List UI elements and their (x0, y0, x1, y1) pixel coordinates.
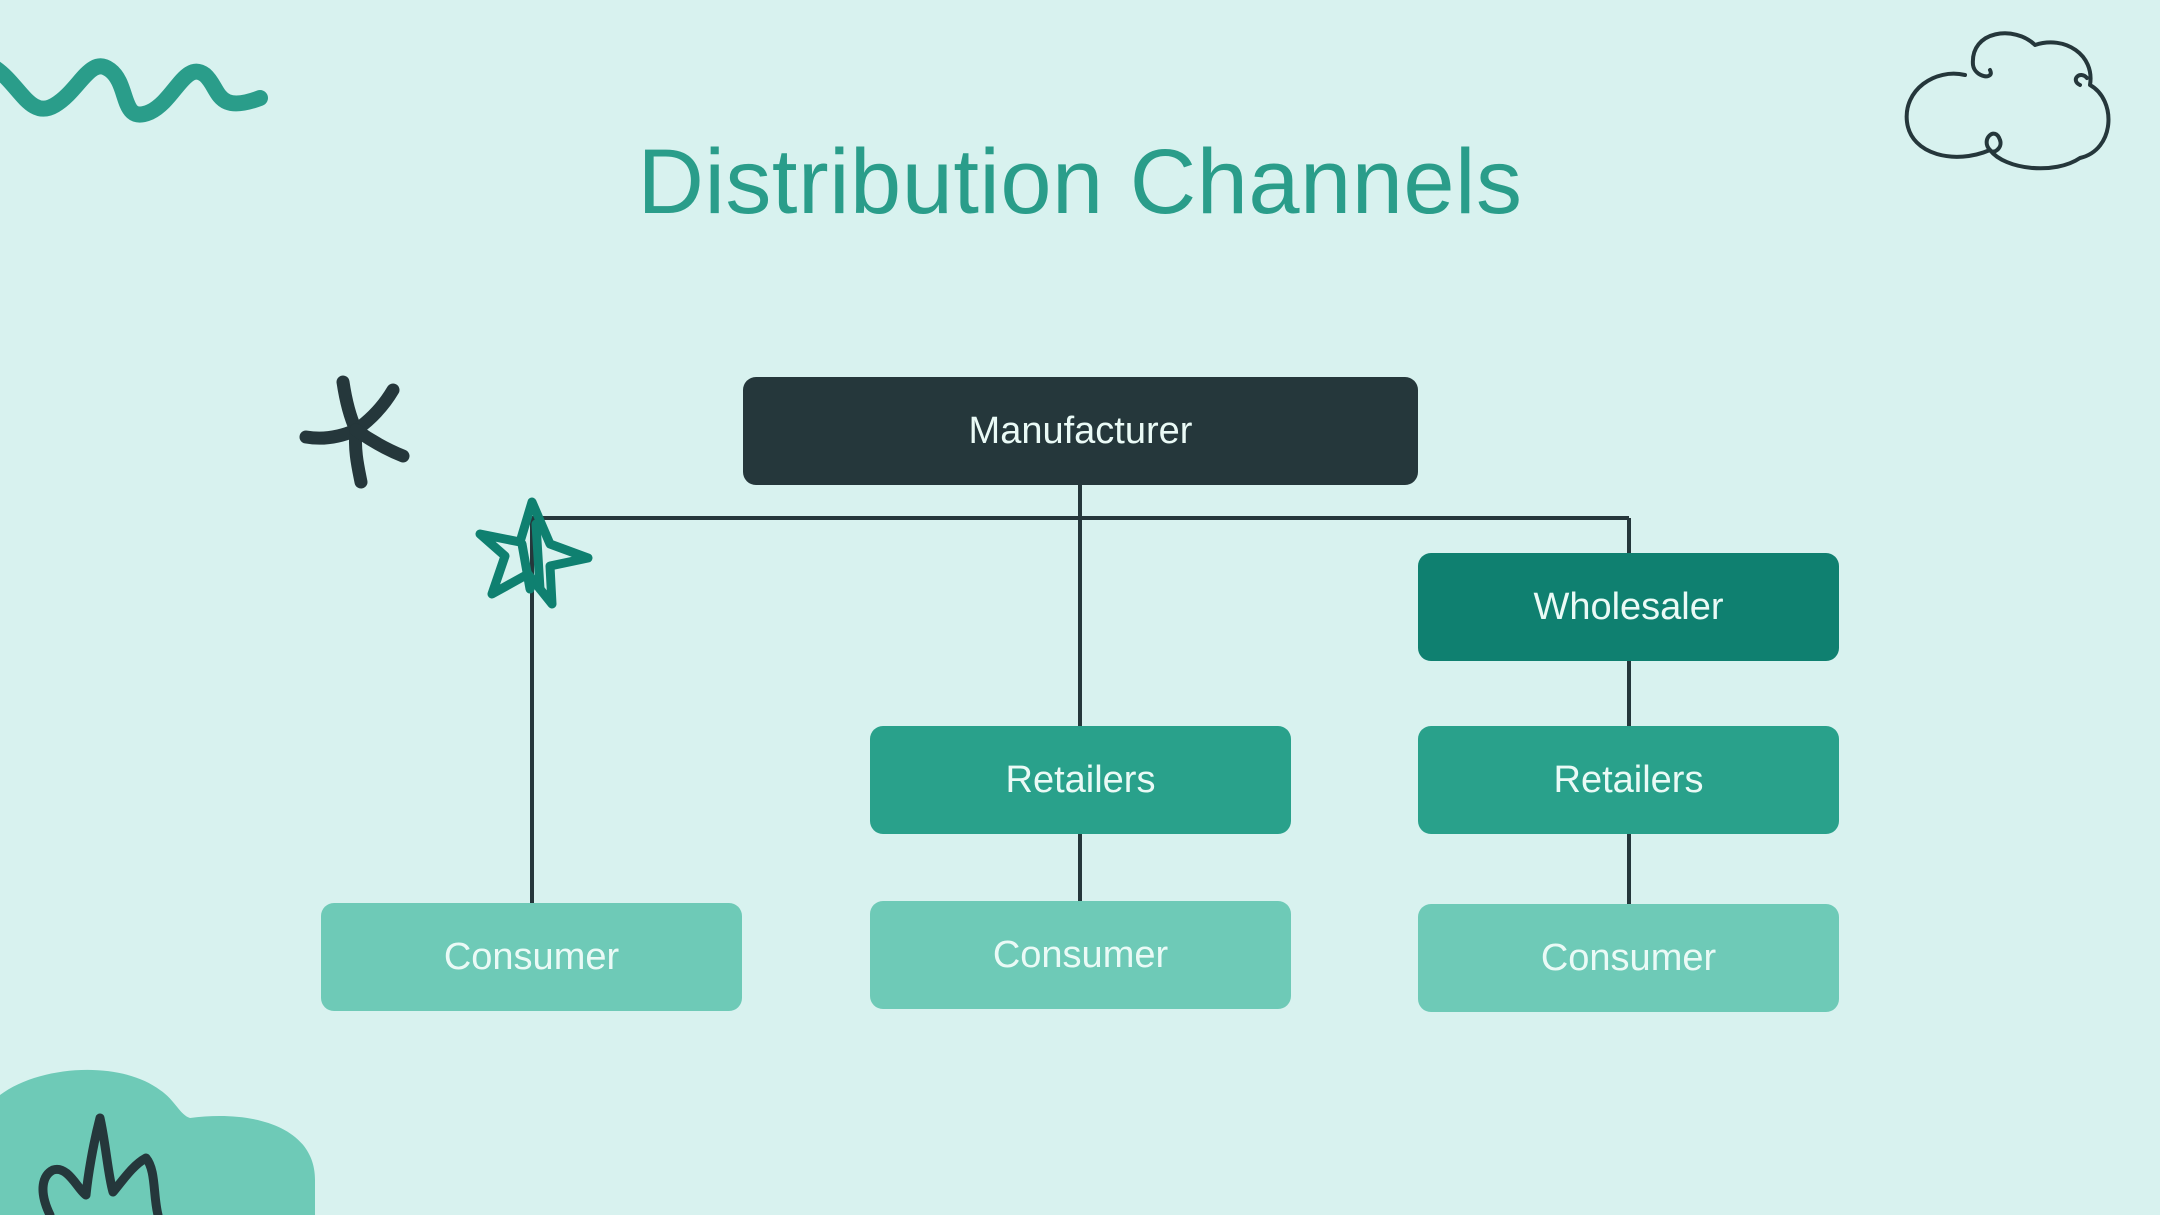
bush-doodle-icon (0, 1069, 315, 1215)
consumer-right-node: Consumer (1418, 904, 1839, 1012)
consumer-left-label: Consumer (443, 935, 620, 978)
wave-doodle-icon (0, 58, 268, 123)
wholesaler-label: Wholesaler (1533, 585, 1724, 628)
retailers-center-label: Retailers (1005, 758, 1156, 801)
star-doodle-icon (475, 497, 593, 609)
consumer-left-node: Consumer (321, 903, 742, 1011)
manufacturer-node: Manufacturer (743, 377, 1418, 485)
consumer-center-node: Consumer (870, 901, 1291, 1009)
page-title: Distribution Channels (637, 131, 1523, 233)
cloud-doodle-icon (1904, 31, 2111, 171)
retailers-right-label: Retailers (1553, 758, 1704, 801)
retailers-right-node: Retailers (1418, 726, 1839, 834)
retailers-center-node: Retailers (870, 726, 1291, 834)
consumer-center-label: Consumer (992, 933, 1169, 976)
wholesaler-node: Wholesaler (1418, 553, 1839, 661)
asterisk-doodle-icon (299, 375, 410, 489)
manufacturer-label: Manufacturer (968, 409, 1193, 452)
plant-doodle-icon (38, 1113, 163, 1215)
consumer-right-label: Consumer (1540, 936, 1717, 979)
